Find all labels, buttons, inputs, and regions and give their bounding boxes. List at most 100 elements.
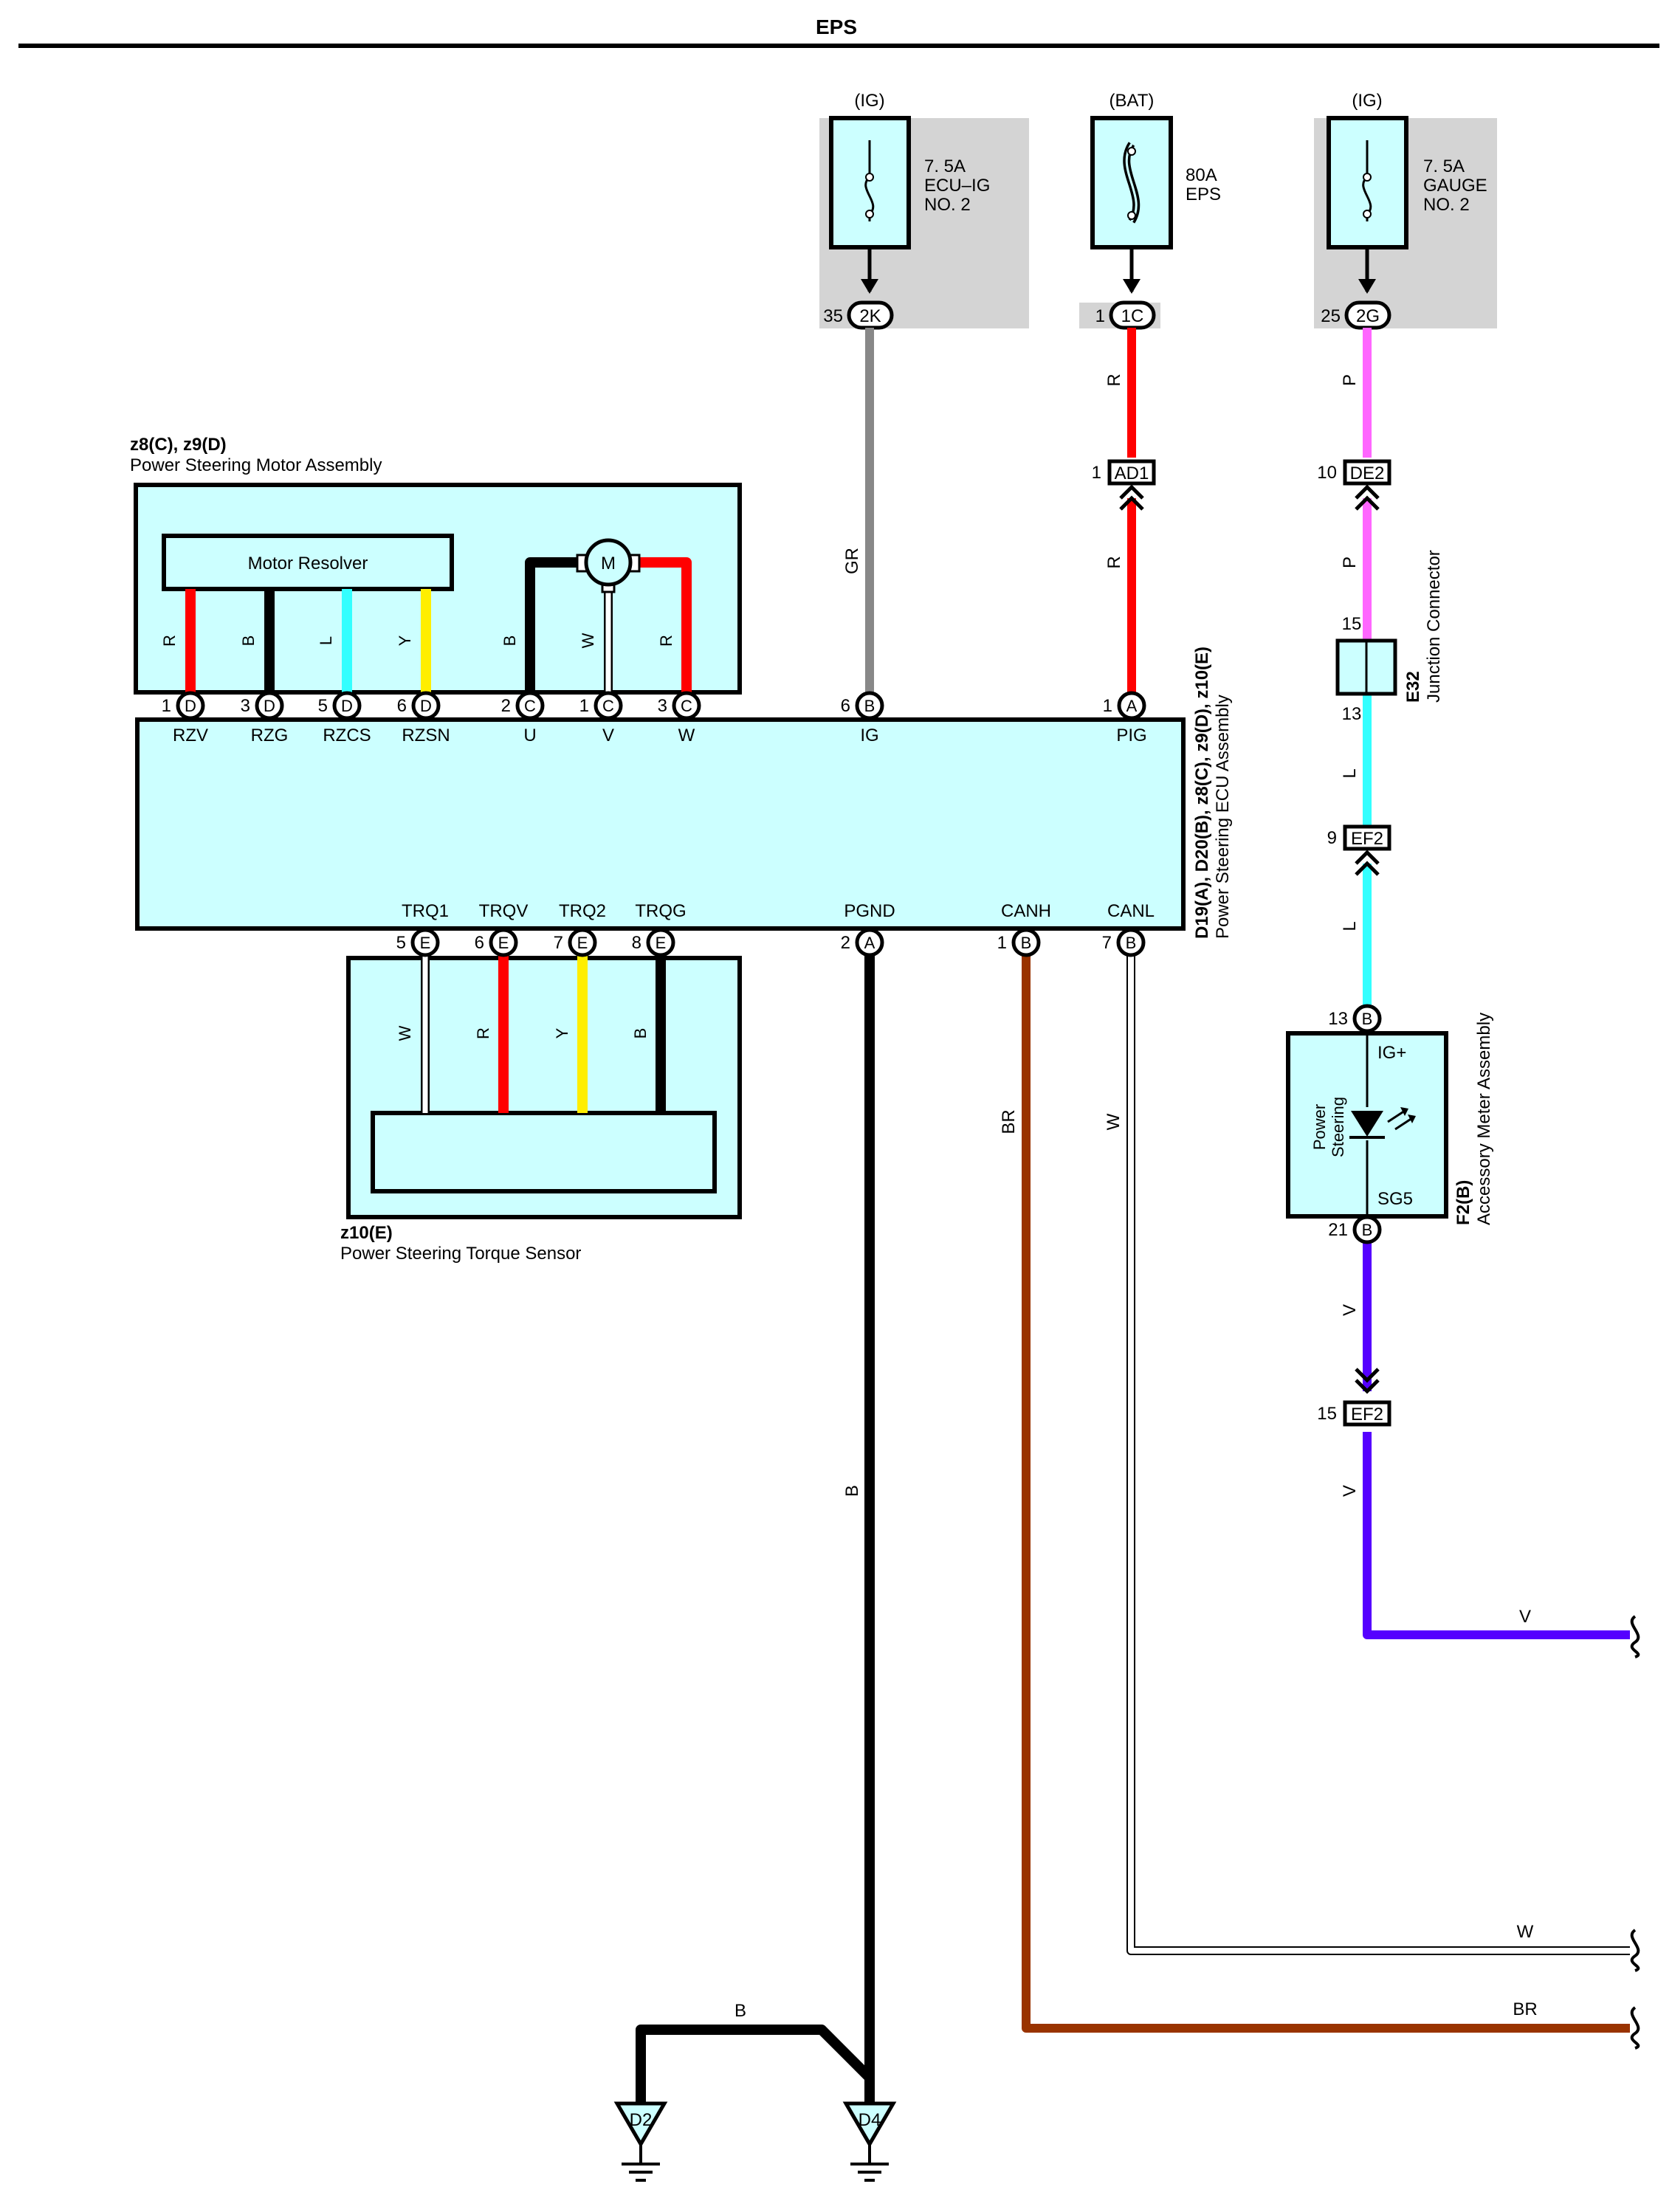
svg-text:A: A — [864, 934, 875, 952]
wire-color-label: Y — [396, 635, 414, 646]
svg-text:TRQG: TRQG — [635, 901, 686, 921]
pin-trqg: TRQG 8 E — [632, 901, 687, 957]
wire-label-l: L — [1340, 921, 1360, 931]
svg-text:D: D — [420, 697, 432, 715]
svg-text:D: D — [185, 697, 196, 715]
fuse-name: GAUGE — [1423, 176, 1487, 196]
svg-text:RZG: RZG — [251, 726, 289, 745]
fuse-pin-number: 35 — [823, 306, 843, 326]
wire-label-p: P — [1340, 557, 1360, 568]
svg-text:B: B — [1126, 934, 1137, 952]
ground-d2: D2 — [613, 2101, 668, 2182]
fuse-supply-label: (IG) — [854, 91, 884, 111]
svg-text:CANH: CANH — [1001, 901, 1051, 921]
pin-ig-plus: 13 B — [1328, 1004, 1382, 1033]
svg-text:1: 1 — [579, 696, 589, 716]
wire-label-r: R — [1104, 373, 1124, 386]
svg-text:E: E — [420, 934, 431, 952]
pin-canh: CANH 1 B — [997, 901, 1051, 957]
motor-label: M — [601, 554, 616, 573]
svg-text:3: 3 — [241, 696, 250, 716]
wire-color-label: L — [317, 636, 335, 645]
ecu-bottom-pins: TRQ1 5 E TRQV 6 E TRQ2 7 E TRQG 8 E PGND… — [396, 901, 1155, 957]
pin-pgnd: PGND 2 A — [841, 901, 895, 957]
fuse-ecu-ig-no2: (IG) 7. 5A ECU–IG NO. 2 35 2K — [819, 91, 1029, 330]
wire-color-label: B — [500, 635, 519, 647]
svg-text:3: 3 — [658, 696, 667, 716]
svg-text:7: 7 — [1102, 933, 1112, 953]
wire-label-p: P — [1340, 374, 1360, 386]
pin-trq2: TRQ2 7 E — [554, 901, 606, 957]
pin-rzv: 1 D RZV — [162, 691, 208, 745]
pin-sg5: 21 B — [1328, 1215, 1382, 1244]
svg-text:W: W — [678, 726, 695, 745]
svg-text:TRQ2: TRQ2 — [559, 901, 606, 921]
svg-text:C: C — [602, 697, 614, 715]
svg-text:13: 13 — [1328, 1009, 1348, 1029]
svg-text:C: C — [524, 697, 536, 715]
pin-w: 3 C W — [658, 691, 701, 745]
svg-text:C: C — [681, 697, 692, 715]
lamp-label-2: Steering — [1329, 1097, 1347, 1157]
meter-signal-top: IG+ — [1377, 1043, 1406, 1063]
pin-trqv: TRQV 6 E — [475, 901, 528, 957]
wire-label-v: V — [1340, 1304, 1360, 1316]
svg-text:6: 6 — [841, 696, 850, 716]
wire-color-label: R — [474, 1027, 492, 1039]
svg-text:6: 6 — [397, 696, 407, 716]
svg-text:RZV: RZV — [173, 726, 208, 745]
wire-label-br: BR — [1513, 1999, 1537, 2019]
wire-label-b: B — [734, 2001, 746, 2021]
svg-text:D4: D4 — [859, 2110, 881, 2130]
motor-resolver-label: Motor Resolver — [248, 554, 368, 573]
ecu-top-pins: 1 D RZV 3 D RZG 5 D RZCS 6 D RZSN 2 C U — [162, 691, 1147, 745]
fuse-connector: 2K — [859, 306, 881, 326]
wire-label-w: W — [1517, 1922, 1534, 1942]
svg-text:6: 6 — [475, 933, 484, 953]
connector-ef2-lower: 15 EF2 — [1317, 1368, 1391, 1427]
connector-name: EF2 — [1351, 1405, 1383, 1424]
wire-label-r: R — [1104, 556, 1124, 568]
svg-text:A: A — [1126, 697, 1138, 715]
connector-pin: 9 — [1327, 828, 1337, 848]
svg-text:E: E — [656, 934, 667, 952]
junction-pin-in: 15 — [1342, 614, 1362, 634]
wire-label-b: B — [842, 1485, 862, 1497]
power-steering-motor-assembly: z8(C), z9(D) Power Steering Motor Assemb… — [130, 435, 742, 695]
svg-text:2: 2 — [841, 933, 850, 953]
fuse-rating: 7. 5A — [924, 156, 966, 176]
svg-text:PGND: PGND — [844, 901, 895, 921]
wire-color-label: W — [579, 633, 597, 648]
component-name: Power Steering Torque Sensor — [340, 1244, 581, 1264]
svg-text:D2: D2 — [630, 2110, 653, 2130]
fuse-name-2: NO. 2 — [1423, 195, 1470, 215]
svg-text:D: D — [264, 697, 275, 715]
svg-text:1: 1 — [162, 696, 171, 716]
fuse-supply-label: (BAT) — [1109, 91, 1155, 111]
component-id: z10(E) — [340, 1223, 393, 1243]
fuse-supply-label: (IG) — [1352, 91, 1382, 111]
svg-text:V: V — [602, 726, 614, 745]
connector-pin: 1 — [1092, 463, 1101, 483]
svg-text:1: 1 — [997, 933, 1007, 953]
svg-text:B: B — [864, 697, 875, 715]
pin-canl: CANL 7 B — [1102, 901, 1155, 957]
pin-ig: 6 B IG — [841, 691, 884, 745]
svg-text:IG: IG — [860, 726, 878, 745]
pin-pig: 1 A PIG — [1103, 691, 1147, 745]
fuse-pin-number: 1 — [1095, 306, 1105, 326]
component-name: Accessory Meter Assembly — [1474, 1013, 1494, 1225]
power-steering-torque-sensor: W R Y B z10(E) Power Steering Torque Sen… — [340, 943, 742, 1264]
pin-u: 2 C U — [501, 691, 545, 745]
svg-text:21: 21 — [1328, 1220, 1348, 1240]
wire-label-gr: GR — [842, 548, 862, 574]
svg-text:E: E — [577, 934, 588, 952]
wire-color-label: R — [657, 635, 675, 647]
svg-text:2: 2 — [501, 696, 511, 716]
wire-color-label: B — [631, 1028, 650, 1039]
fuse-rating: 7. 5A — [1423, 156, 1465, 176]
junction-connector-e32: 15 13 E32 Junction Connector — [1335, 550, 1444, 724]
wire-color-label: Y — [553, 1027, 571, 1038]
power-steering-ecu-assembly: D19(A), D20(B), z8(C), z9(D), z10(E) Pow… — [135, 647, 1233, 939]
